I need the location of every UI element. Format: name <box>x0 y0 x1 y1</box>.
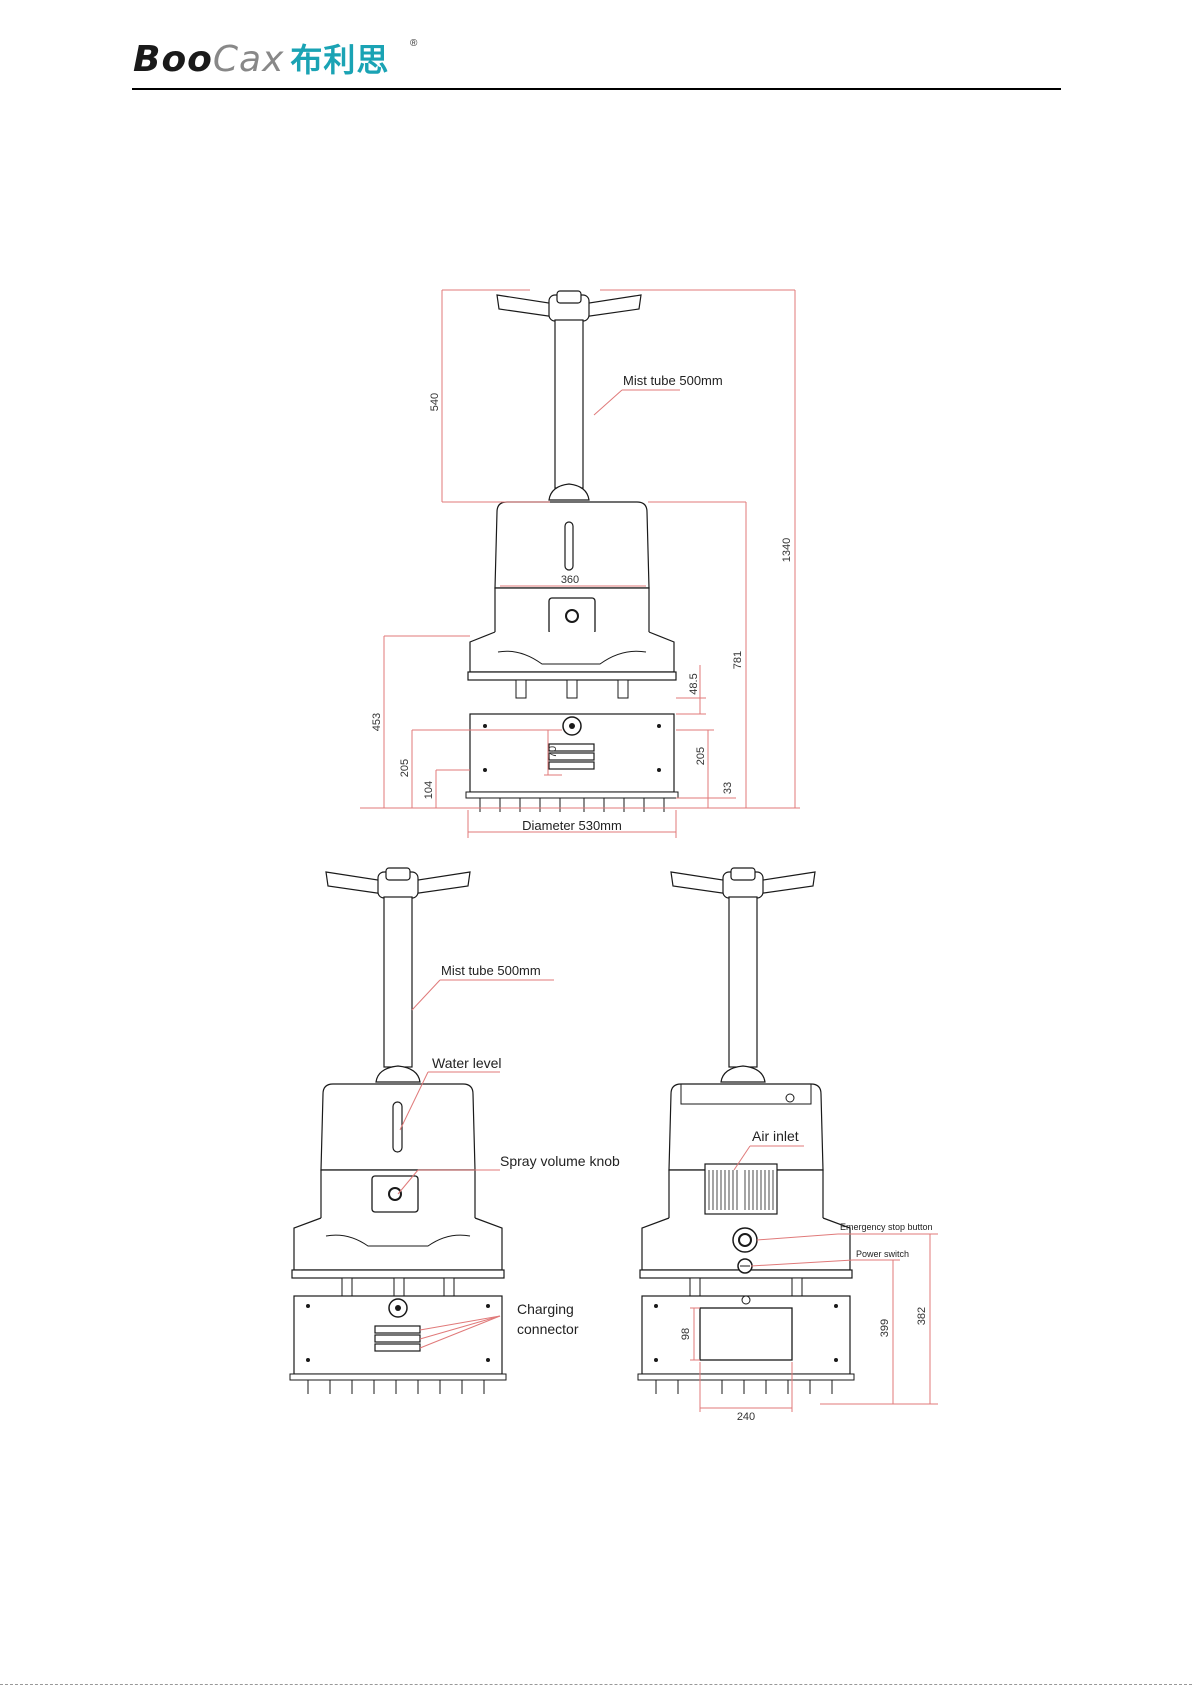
dim-205-left: 205 <box>399 759 411 777</box>
right-robot-outline <box>638 868 854 1394</box>
spray-knob-label: Spray volume knob <box>500 1153 620 1169</box>
dim-453: 453 <box>371 713 383 731</box>
charging-label-line2: connector <box>517 1321 579 1337</box>
left-view: Mist tube 500mm Water level Spray volume… <box>290 868 620 1394</box>
left-robot-outline <box>290 868 506 1394</box>
dim-33: 33 <box>722 782 734 794</box>
dim-360: 360 <box>561 574 579 586</box>
air-inlet-label: Air inlet <box>752 1128 799 1144</box>
dim-205-right: 205 <box>695 747 707 765</box>
dim-1340: 1340 <box>781 538 793 562</box>
front-view: 540 1340 781 360 453 48.5 70 205 205 104… <box>360 290 800 838</box>
water-level-label: Water level <box>432 1055 502 1071</box>
front-robot-outline <box>466 291 678 812</box>
right-view: Air inlet Emergency stop button Power sw… <box>638 868 938 1423</box>
dim-399: 399 <box>879 1319 891 1337</box>
dim-540: 540 <box>429 393 441 411</box>
dim-781: 781 <box>732 651 744 669</box>
diameter-label: Diameter 530mm <box>522 818 622 833</box>
mist-tube-label-side: Mist tube 500mm <box>441 963 541 978</box>
dim-104: 104 <box>423 781 435 799</box>
dim-98: 98 <box>680 1328 692 1340</box>
emergency-stop-label: Emergency stop button <box>840 1222 933 1232</box>
charging-label-line1: Charging <box>517 1301 574 1317</box>
dim-240: 240 <box>737 1411 755 1423</box>
mist-tube-label-front: Mist tube 500mm <box>623 373 723 388</box>
dim-382: 382 <box>916 1307 928 1325</box>
dim-48-5: 48.5 <box>688 673 700 694</box>
dim-70: 70 <box>547 746 559 758</box>
power-switch-label: Power switch <box>856 1249 909 1259</box>
